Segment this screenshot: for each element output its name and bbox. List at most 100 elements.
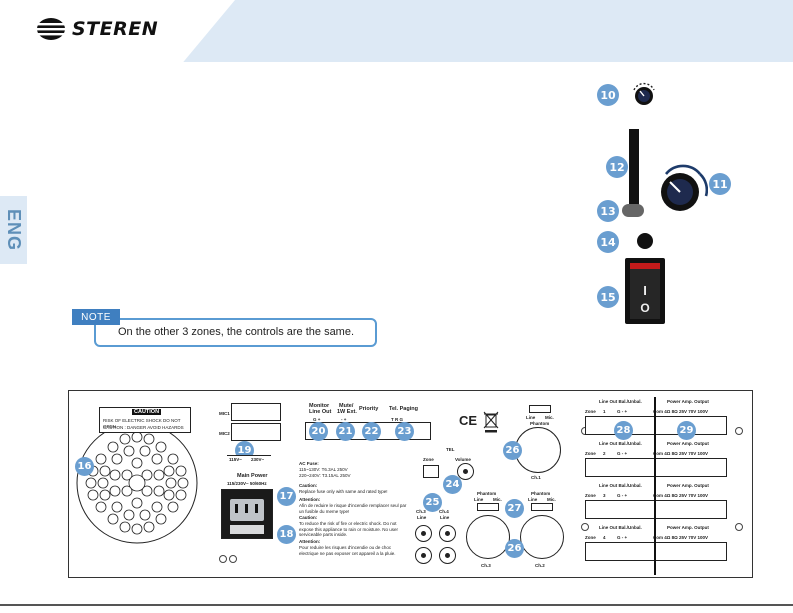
ch2-switch-b: Mic. xyxy=(547,497,556,502)
ch1-label: Ch.1 xyxy=(531,475,541,480)
zone-3-taps: Com 4Ω 8Ω 25V 70V 100V xyxy=(653,493,708,498)
callout-badge-14: 14 xyxy=(597,231,619,253)
callout-badge-28: 28 xyxy=(614,421,633,440)
rear-panel: 16 CAUTION RISK OF ELECTRIC SHOCK DO NOT… xyxy=(68,390,753,578)
caution-2-body: To reduce the risk of fire or electric s… xyxy=(299,521,399,537)
fuse-line-1: 115~130V: T6.3AL 250V xyxy=(299,467,348,472)
callout-badge-27: 27 xyxy=(505,499,524,518)
callout-badge-17: 17 xyxy=(277,487,296,506)
callout-badge-22: 22 xyxy=(362,422,381,441)
zone-1-taps: Com 4Ω 8Ω 25V 70V 100V xyxy=(653,409,708,414)
callout-badge-13: 13 xyxy=(597,200,619,222)
ch3-switch-a: Line xyxy=(474,497,484,502)
brand-name: STEREN xyxy=(72,18,159,40)
phantom-label-ch2: Phantom xyxy=(531,491,551,496)
callout-badge-26-b: 26 xyxy=(505,539,524,558)
zone-2-terminals xyxy=(585,458,727,477)
ch2-switch-a: Line xyxy=(528,497,538,502)
caution-line-2: CAUTION : DANGER AVOID HAZARDS xyxy=(103,425,184,430)
rca-jack-3 xyxy=(415,547,432,564)
zone-4-line: Line Out Bal./Unbal. xyxy=(599,525,642,530)
tel-zone-label: Zone xyxy=(423,457,434,462)
voltage-115: 115V~ xyxy=(229,457,242,462)
ch2-label: Ch.2 xyxy=(535,563,545,568)
zone-3-num: 3 xyxy=(603,493,606,498)
zone-3-pins: G - + xyxy=(617,493,628,498)
ground-screw-icon xyxy=(219,555,227,563)
zone-4-pins: G - + xyxy=(617,535,628,540)
zone-2-label: Zone xyxy=(585,451,596,456)
tel-pins: T R G xyxy=(391,417,403,422)
callout-badge-12: 12 xyxy=(606,156,628,178)
weee-bin-icon xyxy=(483,411,499,433)
zone-4-terminals xyxy=(585,542,727,561)
attention-1-title: Attention: xyxy=(299,497,321,502)
rca-b-sub: Line xyxy=(440,515,450,520)
page-header: STEREN xyxy=(0,0,793,62)
zone-row-4: Line Out Bal./Unbal. Power Amp. Output Z… xyxy=(585,525,751,565)
callout-badge-25: 25 xyxy=(423,493,442,512)
callout-badge-26-a: 26 xyxy=(503,441,522,460)
callout-badge-20: 20 xyxy=(309,422,328,441)
tel-volume-trim xyxy=(457,463,474,480)
rca-jack-2 xyxy=(439,525,456,542)
attention-1-body: Afin de reduire le risque d'incendie rem… xyxy=(299,503,407,514)
rack-screw-4 xyxy=(735,523,743,531)
zone-3-label: Zone xyxy=(585,493,596,498)
zone-2-power: Power Amp. Output xyxy=(667,441,709,446)
footer-rule xyxy=(0,604,793,606)
power-on-mark: I xyxy=(643,283,647,298)
master-volume-knob-icon xyxy=(661,164,708,211)
power-rocker: I O xyxy=(630,263,660,319)
voltage-selector: 115V~ 230V~ xyxy=(227,455,271,465)
slot-label-2: MIC2 xyxy=(219,431,230,436)
attention-2-body: Pour reduire les risques d'incendie ou d… xyxy=(299,545,396,556)
power-switch: I O xyxy=(625,258,665,324)
zone-row-1: Line Out Bal./Unbal. Power Amp. Output Z… xyxy=(585,399,751,439)
zone-2-line: Line Out Bal./Unbal. xyxy=(599,441,642,446)
level-fader xyxy=(629,129,639,205)
steren-logo-icon xyxy=(36,18,66,40)
phantom-switch-ch3 xyxy=(477,503,499,511)
callout-badge-24: 24 xyxy=(443,475,462,494)
phantom-label-ch3: Phantom xyxy=(477,491,497,496)
zone-3-line: Line Out Bal./Unbal. xyxy=(599,483,642,488)
mains-title: Main Power xyxy=(237,473,268,479)
callout-badge-10: 10 xyxy=(597,84,619,106)
ch1-phantom-label: Phantom xyxy=(530,421,550,426)
rca-jack-4 xyxy=(439,547,456,564)
zone-1-num: 1 xyxy=(603,409,606,414)
phantom-switch-ch1 xyxy=(529,405,551,413)
voltage-230: 230V~ xyxy=(251,457,265,462)
attention-2-title: Attention: xyxy=(299,539,321,544)
slot-label-1: MIC1 xyxy=(219,411,230,416)
tel-title: Tel. Paging xyxy=(389,406,418,412)
mute-sub: 1W Ext. xyxy=(337,409,357,415)
rca-a-sub: Line xyxy=(417,515,427,520)
caution-line-1: RISK OF ELECTRIC SHOCK DO NOT OPEN xyxy=(103,418,181,429)
mains-rating: 115/230V~ 50/60Hz xyxy=(227,481,267,486)
power-off-mark: O xyxy=(640,301,650,315)
caution-2-title: Caution: xyxy=(299,515,318,520)
rca-jack-1 xyxy=(415,525,432,542)
rack-screw-3 xyxy=(735,427,743,435)
rca-a-label: Ch.3 xyxy=(416,509,426,514)
caution-label: CAUTION RISK OF ELECTRIC SHOCK DO NOT OP… xyxy=(99,407,191,433)
cooling-fan-icon xyxy=(76,422,198,544)
ch1-switch-b: Mic. xyxy=(545,415,554,420)
ch3-switch-b: Mic. xyxy=(493,497,502,502)
phantom-switch-ch2 xyxy=(531,503,553,511)
zone-row-2: Line Out Bal./Unbal. Power Amp. Output Z… xyxy=(585,441,751,481)
ce-mark: CE xyxy=(459,413,478,428)
ch3-label: Ch.3 xyxy=(481,563,491,568)
callout-badge-16: 16 xyxy=(75,457,94,476)
note-frame xyxy=(94,318,377,347)
fuse-line-2: 220~240V: T3.15AL 250V xyxy=(299,473,351,478)
zone-2-pins: G - + xyxy=(617,451,628,456)
xlr-input-ch2 xyxy=(520,515,564,559)
zone-1-label: Zone xyxy=(585,409,596,414)
note-label: NOTE xyxy=(72,309,120,325)
zone-2-taps: Com 4Ω 8Ω 25V 70V 100V xyxy=(653,451,708,456)
monitor-title: Monitor xyxy=(309,403,330,409)
fuse-title: AC Fuse: xyxy=(299,461,319,466)
